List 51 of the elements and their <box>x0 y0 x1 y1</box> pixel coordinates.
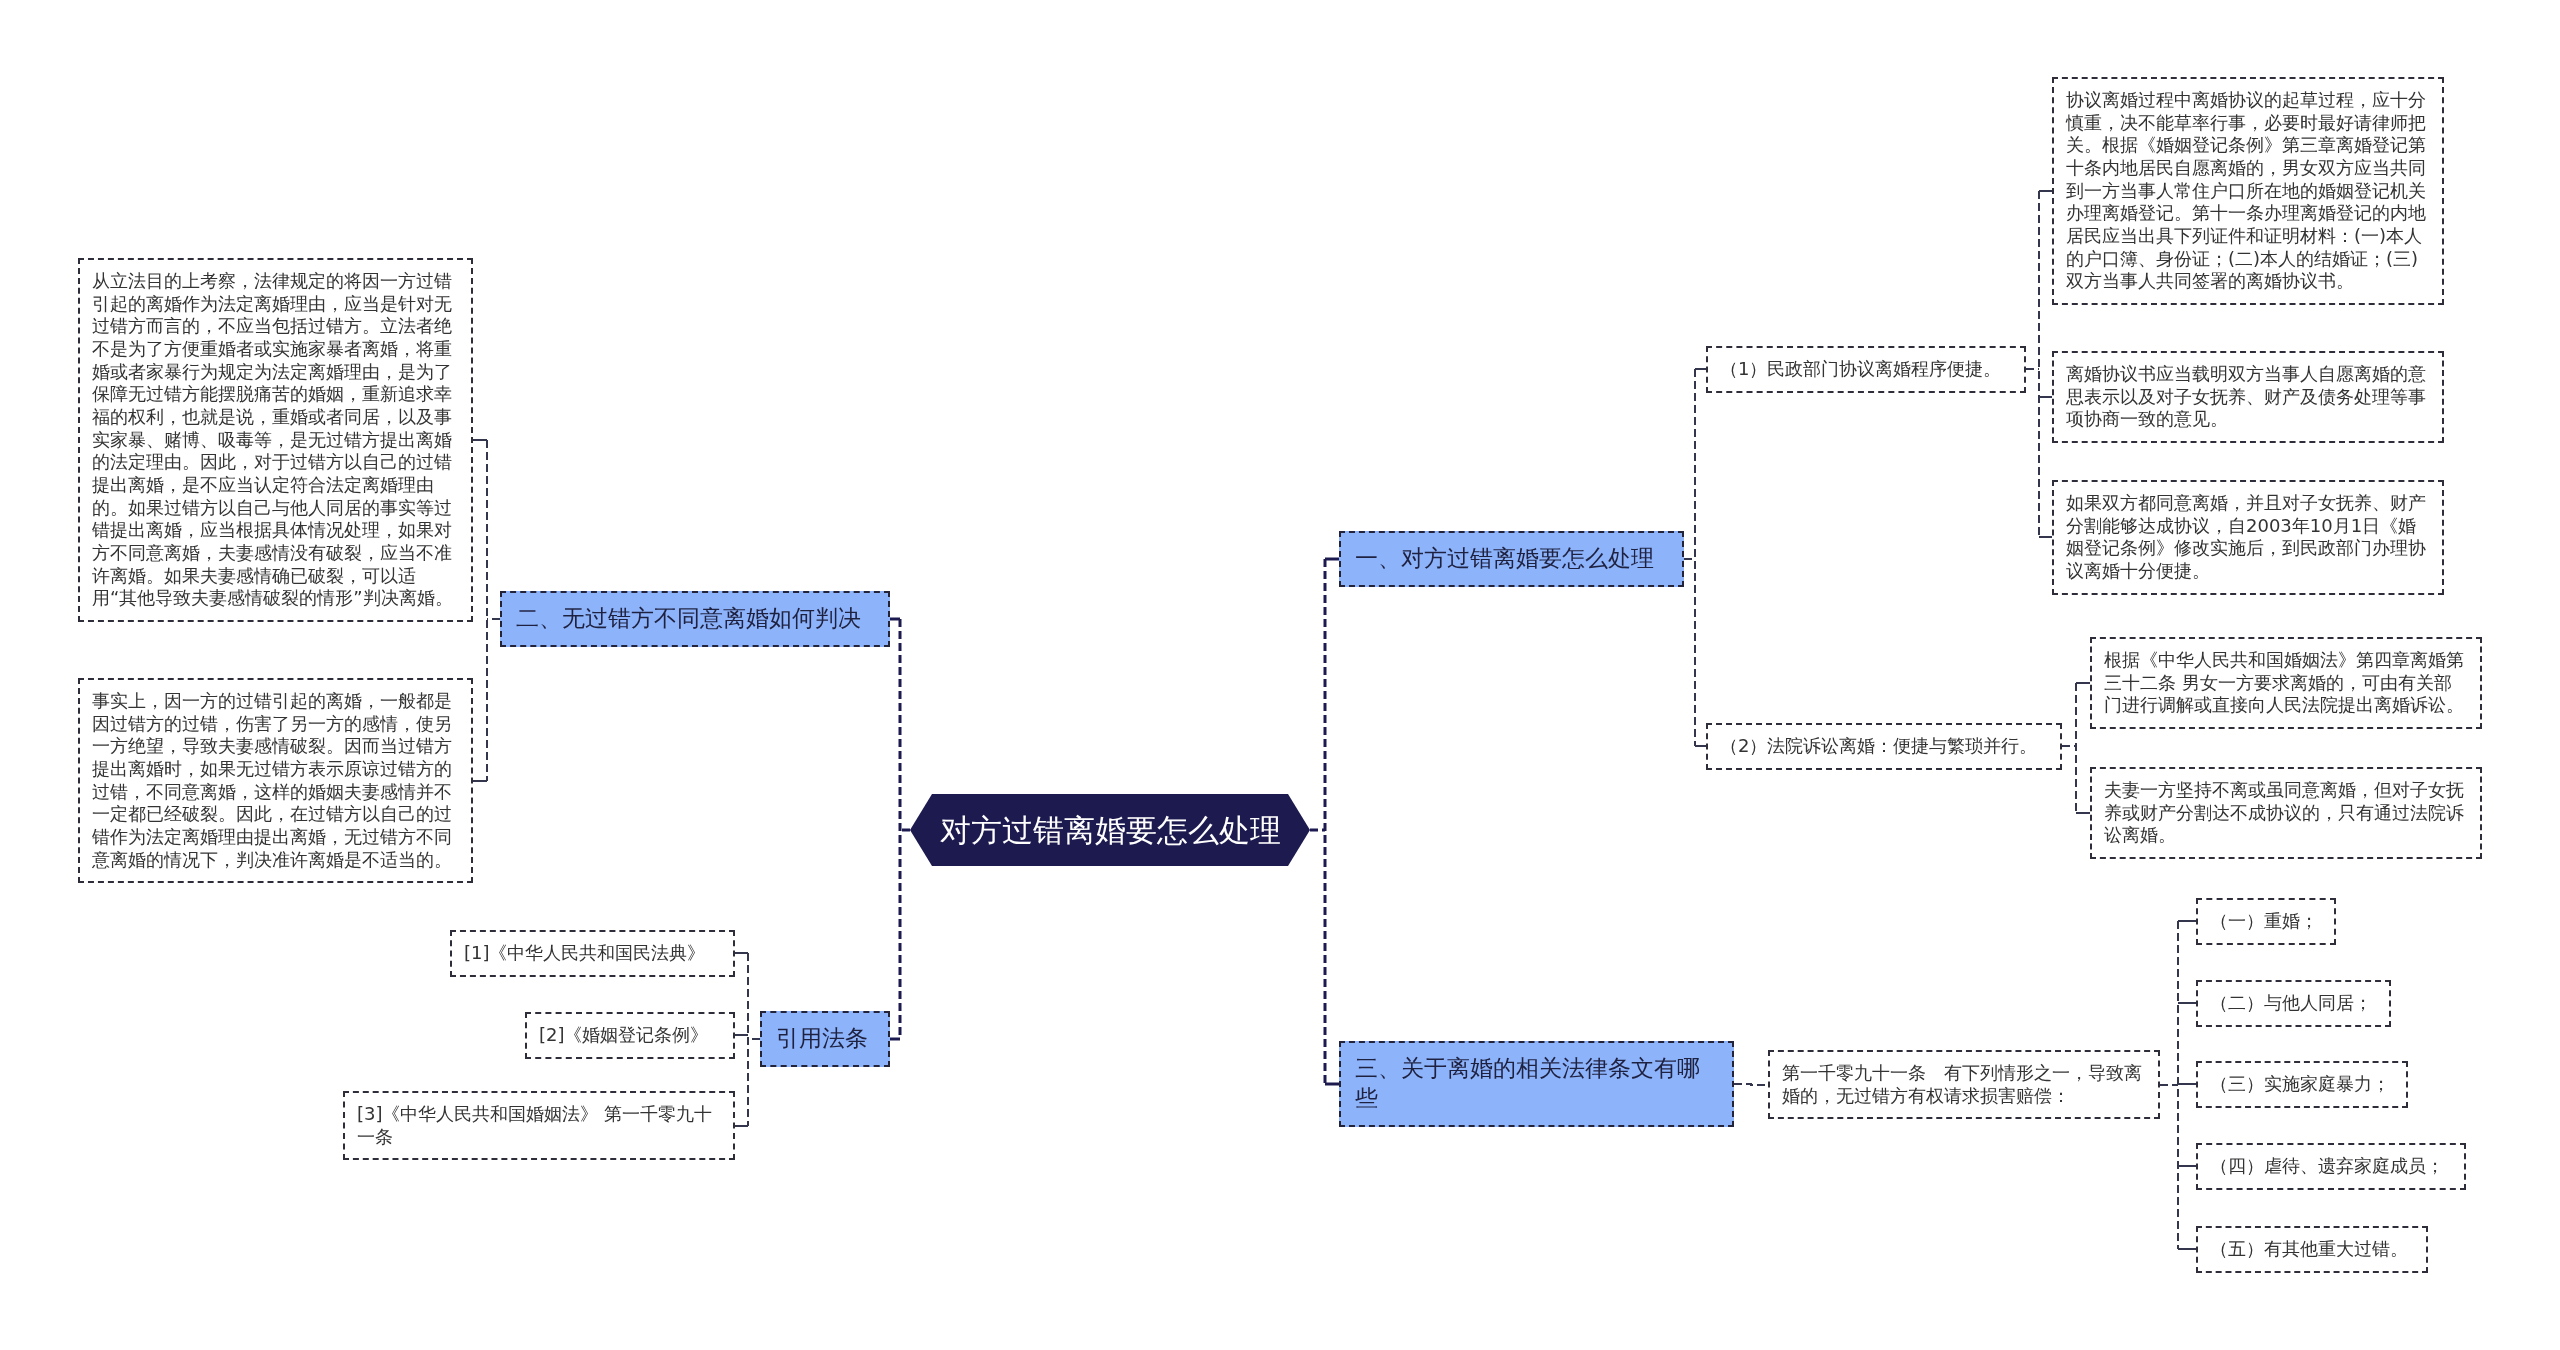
connector-line <box>2177 920 2197 922</box>
connector-line <box>890 1037 900 1041</box>
note-box: 如果双方都同意离婚，并且对子女抚养、财产分割能够达成协议，自2003年10月1日《婚姻登记条例》修改实施后，到民政部门办理协议离婚十分便捷。 <box>2052 480 2444 595</box>
reference-box: [3]《中华人民共和国婚姻法》 第一千零九十一条 <box>343 1091 735 1161</box>
connector-line <box>472 439 488 441</box>
central-topic: 对方过错离婚要怎么处理 <box>910 794 1310 866</box>
connector-line <box>734 952 749 954</box>
connector-line <box>1694 368 1707 370</box>
connector-trunk <box>2061 682 2077 814</box>
connector-line <box>1325 557 1339 561</box>
subtopic-box: 第一千零九十一条 有下列情形之一，导致离婚的，无过错方有权请求损害赔偿： <box>1768 1050 2160 1120</box>
list-item-box: （二）与他人同居； <box>2196 980 2391 1027</box>
branch-topic: 引用法条 <box>760 1011 890 1067</box>
connector-line <box>2075 682 2091 684</box>
note-box: 根据《中华人民共和国婚姻法》第四章离婚第三十二条 男女一方要求离婚的，可由有关部门进行调解或直接向人民法院提出离婚诉讼。 <box>2090 637 2482 729</box>
connector-line <box>890 617 900 621</box>
connector-line <box>1325 1082 1339 1086</box>
reference-box: [1]《中华人民共和国民法典》 <box>450 930 735 977</box>
connector-line <box>2038 396 2053 398</box>
connector-line <box>2177 1083 2197 1085</box>
connector-trunk <box>747 952 761 1127</box>
branch-topic: 三、关于离婚的相关法律条文有哪些 <box>1339 1041 1734 1127</box>
list-item-box: （五）有其他重大过错。 <box>2196 1226 2428 1273</box>
connector-trunk <box>2025 190 2040 538</box>
note-box: 事实上，因一方的过错引起的离婚，一般都是因过错方的过错，伤害了另一方的感情，使另一方绝望，导致夫妻感情破裂。因而当过错方提出离婚时，如果无过错方表示原谅过错方的过错，不同意离婚，这样的婚姻夫妻感情并不一定都已经破裂。因此，在过错方以自己的过错作为法定离婚理由提出离婚，无过错方不同意离婚的情况下，判决准许离婚是不适当的。 <box>78 678 473 884</box>
note-box: 离婚协议书应当载明双方当事人自愿离婚的意思表示以及对子女抚养、财产及债务处理等事项协商一致的意见。 <box>2052 351 2444 443</box>
note-box: 从立法目的上考察，法律规定的将因一方过错引起的离婚作为法定离婚理由，应当是针对无过错方而言的，不应当包括过错方。立法者绝不是为了方便重婚者或实施家暴者离婚，将重婚或者家暴行为规定为法定离婚理由，是为了保障无过错方能摆脱痛苦的婚姻，重新追求幸福的权利，也就是说，重婚或者同居，以及事实家暴、赌博、吸毒等，是无过错方提出离婚的法定理由。因此，对于过错方以自己的过错提出离婚，是不应当认定符合法定离婚理由的。如果过错方以自己与他人同居的事实等过错提出离婚，应当根据具体情况处理，如果对方不同意离婚，夫妻感情没有破裂，应当不准许离婚。如果夫妻感情确已破裂，可以适用“其他导致夫妻感情破裂的情形”判决离婚。 <box>78 258 473 623</box>
list-item-box: （一）重婚； <box>2196 898 2336 945</box>
branch-topic: 二、无过错方不同意离婚如何判决 <box>500 591 890 647</box>
connector-line <box>2177 1002 2197 1004</box>
subtopic-box: （2）法院诉讼离婚：便捷与繁琐并行。 <box>1706 723 2062 770</box>
note-box: 协议离婚过程中离婚协议的起草过程，应十分慎重，决不能草率行事，必要时最好请律师把关。根据《婚姻登记条例》第三章离婚登记第十条内地居民自愿离婚的，男女双方应当共同到一方当事人常住户口所在地的婚姻登记机关办理离婚登记。第十一条办理离婚登记的内地居民应当出具下列证件和证明材料：(一)本人的户口簿、身份证；(二)本人的结婚证；(三)双方当事人共同签署的离婚协议书。 <box>2052 77 2444 306</box>
connector-line <box>2075 812 2091 814</box>
connector-line <box>2177 1165 2197 1167</box>
connector-line <box>2038 536 2053 538</box>
connector-trunk <box>486 439 501 782</box>
connector-line <box>734 1034 749 1036</box>
connector-line <box>2038 190 2053 192</box>
connector-line <box>472 780 488 782</box>
list-item-box: （四）虐待、遗弃家庭成员； <box>2196 1143 2466 1190</box>
connector-trunk <box>1308 557 1327 1086</box>
connector-line <box>1694 745 1707 747</box>
subtopic-box: （1）民政部门协议离婚程序便捷。 <box>1706 346 2026 393</box>
connector-line <box>734 1125 749 1127</box>
branch-topic: 一、对方过错离婚要怎么处理 <box>1339 531 1684 587</box>
list-item-box: （三）实施家庭暴力； <box>2196 1061 2408 1108</box>
reference-box: [2]《婚姻登记条例》 <box>525 1012 735 1059</box>
connector-line <box>2177 1248 2197 1250</box>
connector-trunk <box>2159 920 2179 1250</box>
note-box: 夫妻一方坚持不离或虽同意离婚，但对子女抚养或财产分割达不成协议的，只有通过法院诉讼离婚。 <box>2090 767 2482 859</box>
connector-trunk <box>1683 368 1696 747</box>
